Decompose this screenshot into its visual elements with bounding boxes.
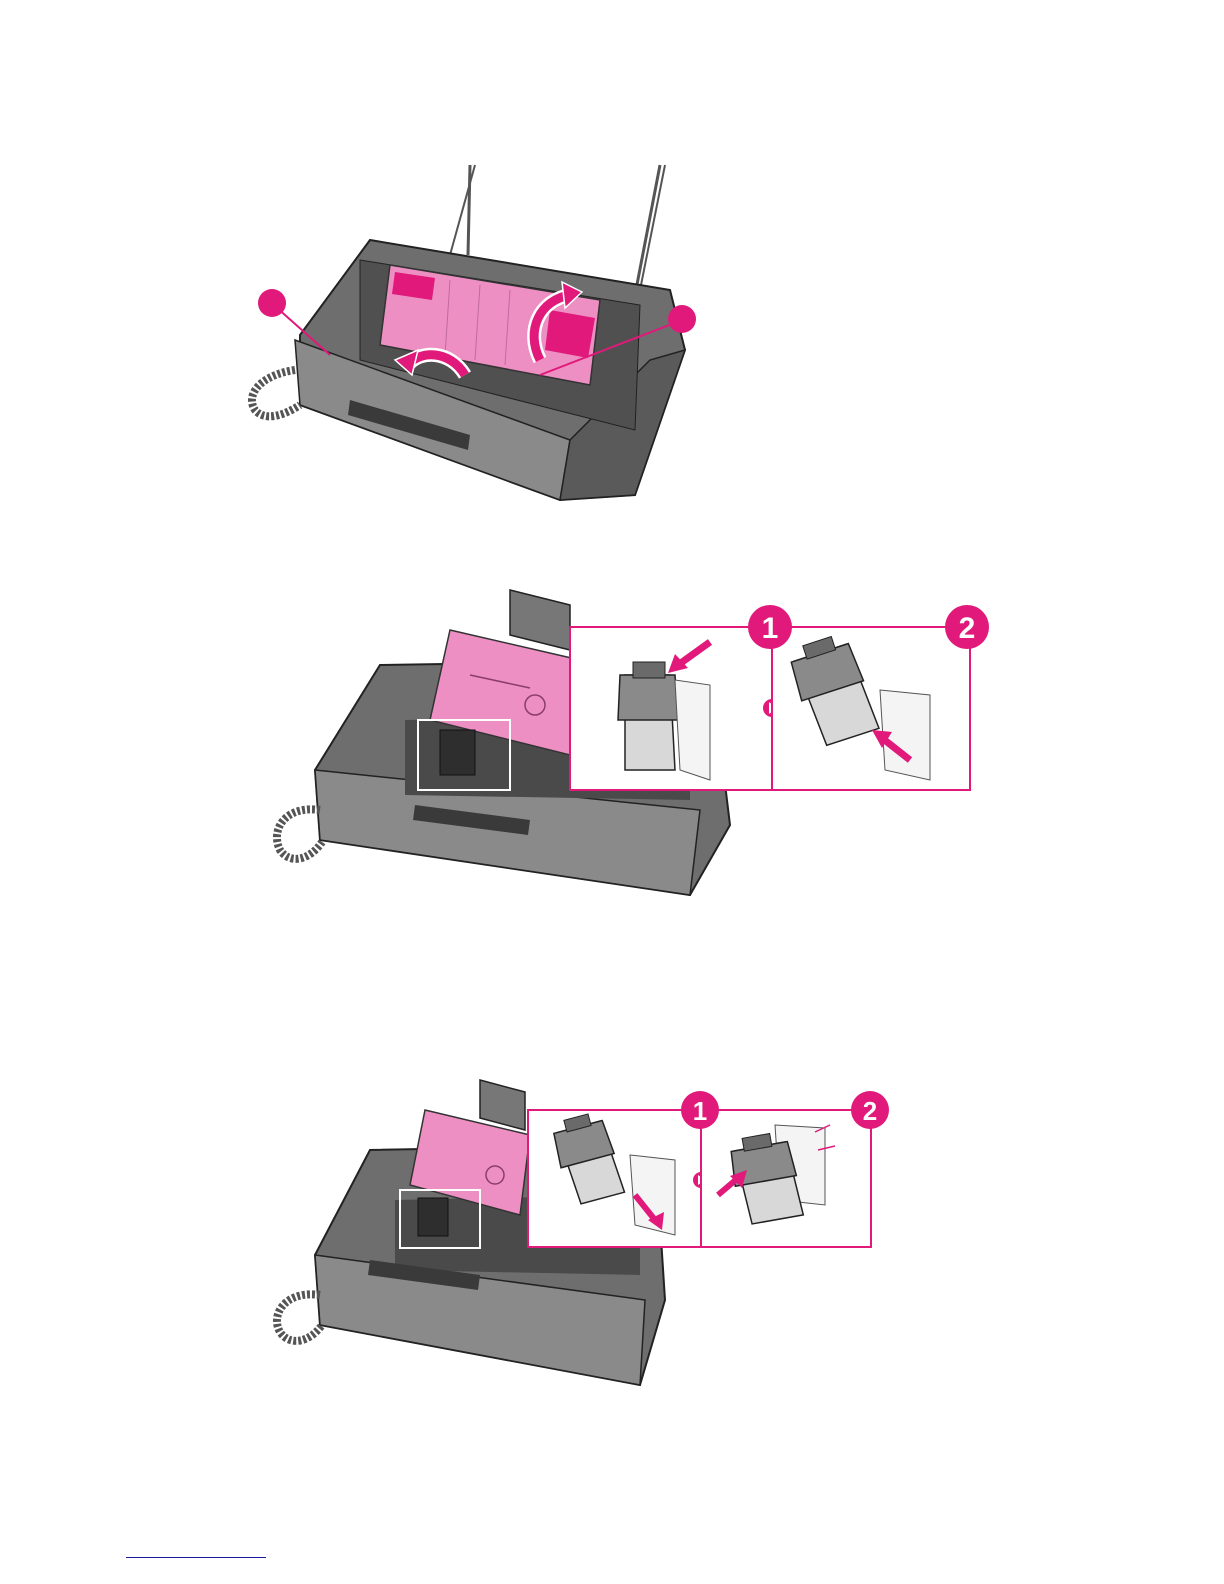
phone-cord (277, 1294, 322, 1341)
step-panel-2 (772, 627, 970, 790)
illustration-open-print-cover (240, 160, 710, 505)
step-badge-2: 2 (851, 1091, 889, 1129)
phone-cord (252, 370, 300, 416)
step-badge-1-label: 1 (693, 1096, 707, 1126)
phone-cord (277, 809, 322, 858)
step-badge-2: 2 (945, 605, 989, 649)
footer-link-rule (126, 1557, 266, 1558)
illustration-remove-cartridge: 1 2 (270, 580, 1000, 900)
step-badge-1: 1 (681, 1091, 719, 1129)
step-panel-2 (701, 1110, 871, 1247)
callout-dot-left (258, 289, 286, 317)
step-badge-1-label: 1 (762, 612, 779, 645)
callout-dot-right (668, 305, 696, 333)
step-badge-2-label: 2 (959, 612, 976, 645)
step-panel-1 (570, 627, 772, 790)
step-panel-1 (528, 1110, 701, 1247)
illustration-insert-cartridge: 1 2 (270, 1070, 890, 1390)
step-badge-2-label: 2 (863, 1096, 877, 1126)
step-badge-1: 1 (748, 605, 792, 649)
